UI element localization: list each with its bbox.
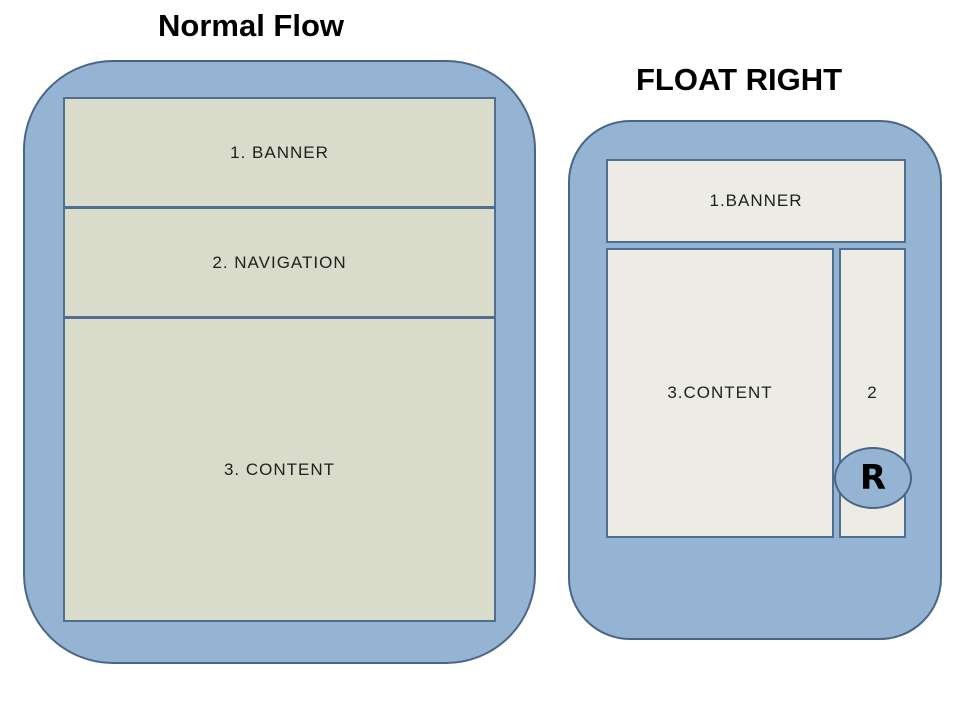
float-right-banner-label: 1.BANNER: [709, 191, 803, 210]
normal-flow-banner-label: 1. BANNER: [230, 142, 329, 162]
normal-flow-content-label: 3. CONTENT: [223, 459, 336, 479]
float-right-content-label: 3.CONTENT: [667, 383, 773, 402]
float-right-r-badge: R: [834, 447, 912, 509]
normal-flow-content-box: 3. CONTENT: [63, 317, 496, 622]
float-right-title: FLOAT RIGHT: [636, 62, 843, 97]
normal-flow-navigation-box: 2. NAVIGATION: [63, 207, 496, 318]
float-right-navigation-label: 2: [867, 383, 878, 402]
normal-flow-banner-box: 1. BANNER: [63, 97, 496, 208]
normal-flow-title: Normal Flow: [158, 8, 345, 43]
float-right-banner-box: 1.BANNER: [606, 159, 906, 243]
normal-flow-navigation-label: 2. NAVIGATION: [212, 252, 347, 272]
float-right-content-box: 3.CONTENT: [606, 248, 834, 538]
